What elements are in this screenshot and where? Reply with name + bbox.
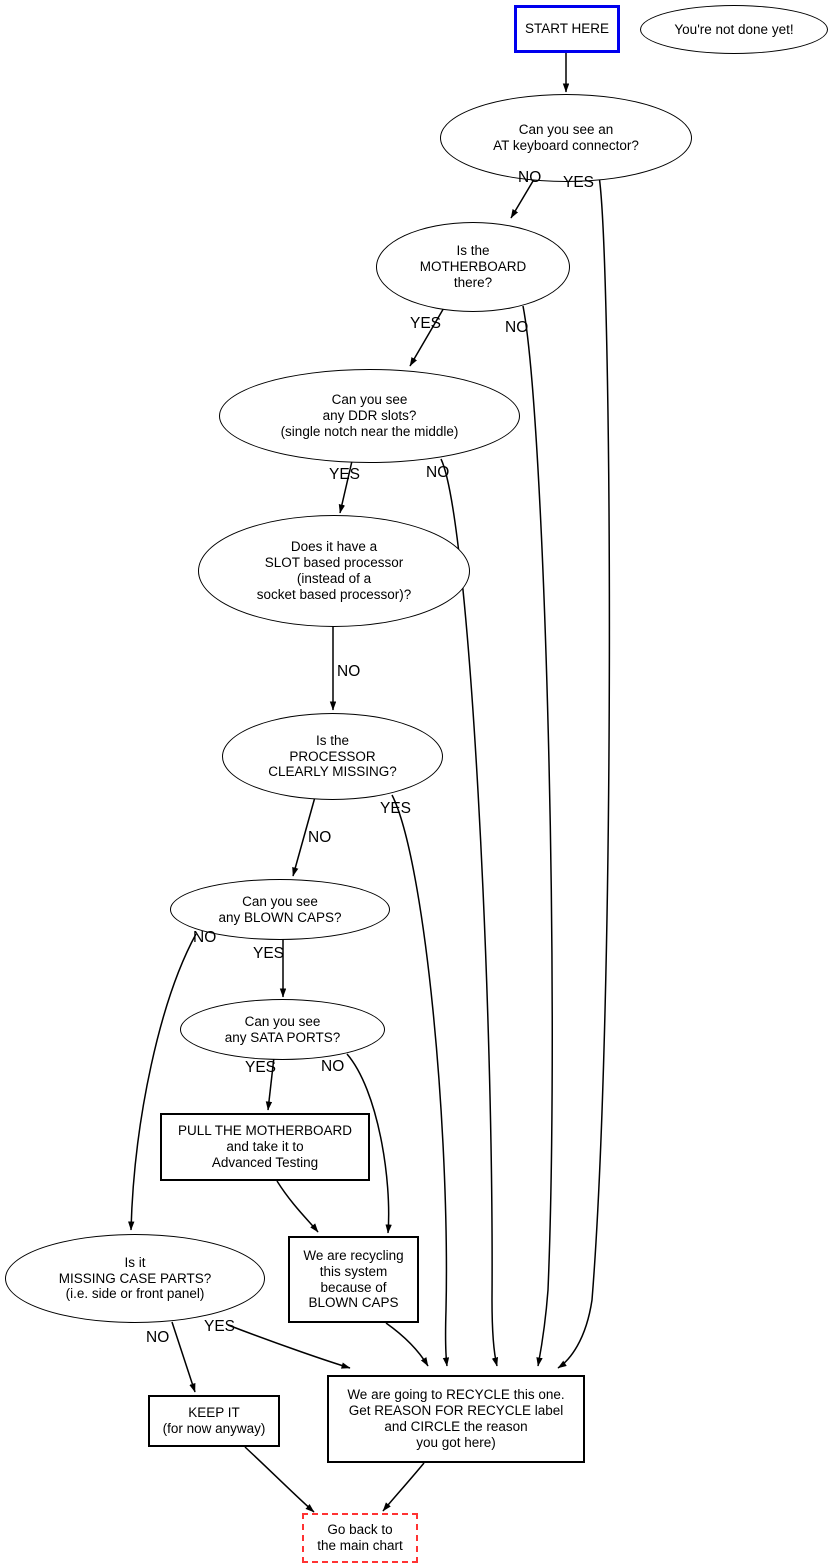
node-recycle-this-one[interactable]: We are going to RECYCLE this one. Get RE… (327, 1375, 585, 1463)
node-recycle-this-one-label: We are going to RECYCLE this one. Get RE… (347, 1387, 565, 1450)
edge-label-ddr-no: NO (426, 464, 450, 481)
node-processor-clearly-missing-label: Is the PROCESSOR CLEARLY MISSING? (268, 732, 397, 780)
node-sata-ports[interactable]: Can you see any SATA PORTS? (180, 999, 385, 1060)
node-go-back-to-main-chart[interactable]: Go back to the main chart (302, 1513, 418, 1563)
edge-label-case-no: NO (146, 1329, 170, 1346)
node-go-back-to-main-chart-label: Go back to the main chart (317, 1522, 403, 1553)
edge-label-slot-no: NO (337, 663, 361, 680)
node-not-done-yet-label: You're not done yet! (674, 21, 794, 37)
node-ddr-slots[interactable]: Can you see any DDR slots? (single notch… (219, 369, 520, 463)
node-not-done-yet[interactable]: You're not done yet! (640, 5, 828, 54)
node-blown-caps[interactable]: Can you see any BLOWN CAPS? (170, 879, 390, 940)
node-blown-caps-label: Can you see any BLOWN CAPS? (218, 893, 342, 925)
edge-label-sata-yes: YES (245, 1059, 277, 1076)
node-motherboard-there-label: Is the MOTHERBOARD there? (419, 243, 527, 290)
node-slot-based-processor[interactable]: Does it have a SLOT based processor (ins… (198, 515, 470, 627)
node-processor-clearly-missing[interactable]: Is the PROCESSOR CLEARLY MISSING? (222, 713, 443, 800)
edge-label-at-keyboard-no: NO (518, 169, 542, 186)
node-missing-case-parts-label: Is it MISSING CASE PARTS? (i.e. side or … (58, 1254, 212, 1302)
edge-label-caps-yes: YES (253, 945, 285, 962)
node-recycling-blown-caps-label: We are recycling this system because of … (303, 1247, 404, 1311)
edge-label-processor-no: NO (308, 829, 332, 846)
edge-label-case-yes: YES (204, 1318, 236, 1335)
node-start-here[interactable]: START HERE (514, 5, 620, 53)
node-pull-the-motherboard-label: PULL THE MOTHERBOARD and take it to Adva… (177, 1123, 353, 1170)
node-at-keyboard-connector[interactable]: Can you see an AT keyboard connector? (440, 94, 692, 182)
node-recycling-blown-caps[interactable]: We are recycling this system because of … (288, 1236, 419, 1323)
node-missing-case-parts[interactable]: Is it MISSING CASE PARTS? (i.e. side or … (5, 1234, 265, 1323)
node-keep-it-label: KEEP IT (for now anyway) (162, 1405, 266, 1436)
node-sata-ports-label: Can you see any SATA PORTS? (224, 1013, 341, 1045)
node-start-here-label: START HERE (524, 21, 610, 37)
edge-label-at-keyboard-yes: YES (563, 174, 595, 191)
node-slot-based-processor-label: Does it have a SLOT based processor (ins… (256, 539, 412, 602)
edge-label-processor-yes: YES (380, 800, 412, 817)
edge-label-sata-no: NO (321, 1058, 345, 1075)
edge-label-motherboard-no: NO (505, 319, 529, 336)
edge-label-caps-no: NO (193, 929, 217, 946)
node-pull-the-motherboard[interactable]: PULL THE MOTHERBOARD and take it to Adva… (160, 1113, 370, 1181)
edge-label-ddr-yes: YES (329, 466, 361, 483)
node-ddr-slots-label: Can you see any DDR slots? (single notch… (280, 392, 459, 439)
node-motherboard-there[interactable]: Is the MOTHERBOARD there? (376, 222, 570, 312)
edge-label-motherboard-yes: YES (410, 315, 442, 332)
node-keep-it[interactable]: KEEP IT (for now anyway) (148, 1395, 280, 1447)
node-at-keyboard-connector-label: Can you see an AT keyboard connector? (493, 122, 639, 153)
